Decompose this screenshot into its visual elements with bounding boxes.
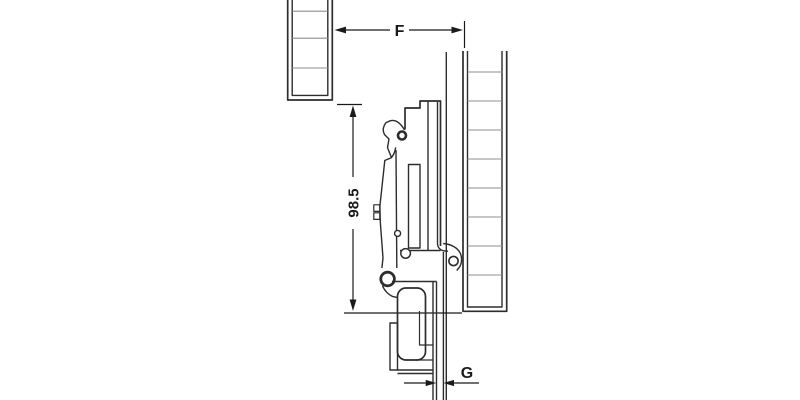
plate-pivot-boss [379,270,396,288]
plate-clip-tab [373,212,381,221]
mounting-plate-left-edge [379,156,392,269]
door-panel [286,0,334,101]
arrowhead-right-icon [425,379,437,387]
runner-body [396,287,427,361]
arm-pivot-pin [448,255,459,267]
plate-screw-large [400,247,412,259]
arrowhead-left-icon [443,379,454,387]
hinge-arm-wrap [443,242,463,271]
cabinet-panel [462,51,508,313]
arrowhead-right-icon [451,26,463,34]
lower-runner-profile [389,280,438,400]
dim-f-label: F [395,23,405,40]
dim-g-label: G [461,365,473,382]
door-panel-inner-wall [291,0,329,97]
arrowhead-up-icon [349,105,357,117]
cabinet-front-edge-lines [442,52,447,400]
latch-claw [382,119,406,159]
cabinet-panel-inner-wall [466,51,503,308]
dimension-height: 98.5 [337,103,462,314]
runner-side-plate [389,322,399,371]
plate-bottom-tip [381,285,398,299]
plate-clip-tab [373,204,381,213]
mounting-plate-right-edge [395,149,398,269]
arrowhead-left-icon [334,26,346,34]
hinge-body-slot [407,163,421,249]
hinge-body-outline [404,100,442,246]
arrowhead-down-icon [349,299,357,311]
dimension-f: F [334,21,466,48]
dimension-g: G [404,365,479,387]
hinge-mechanism [373,100,463,299]
plate-screw-small [393,229,402,238]
runner-inner-step [418,311,433,346]
latch-pivot-pin [396,130,408,141]
hinge-arm-inner [436,101,449,252]
door-panel-outer-wall [286,0,334,101]
dim-height-label: 98.5 [346,188,363,217]
cabinet-panel-outer-wall [462,51,508,313]
